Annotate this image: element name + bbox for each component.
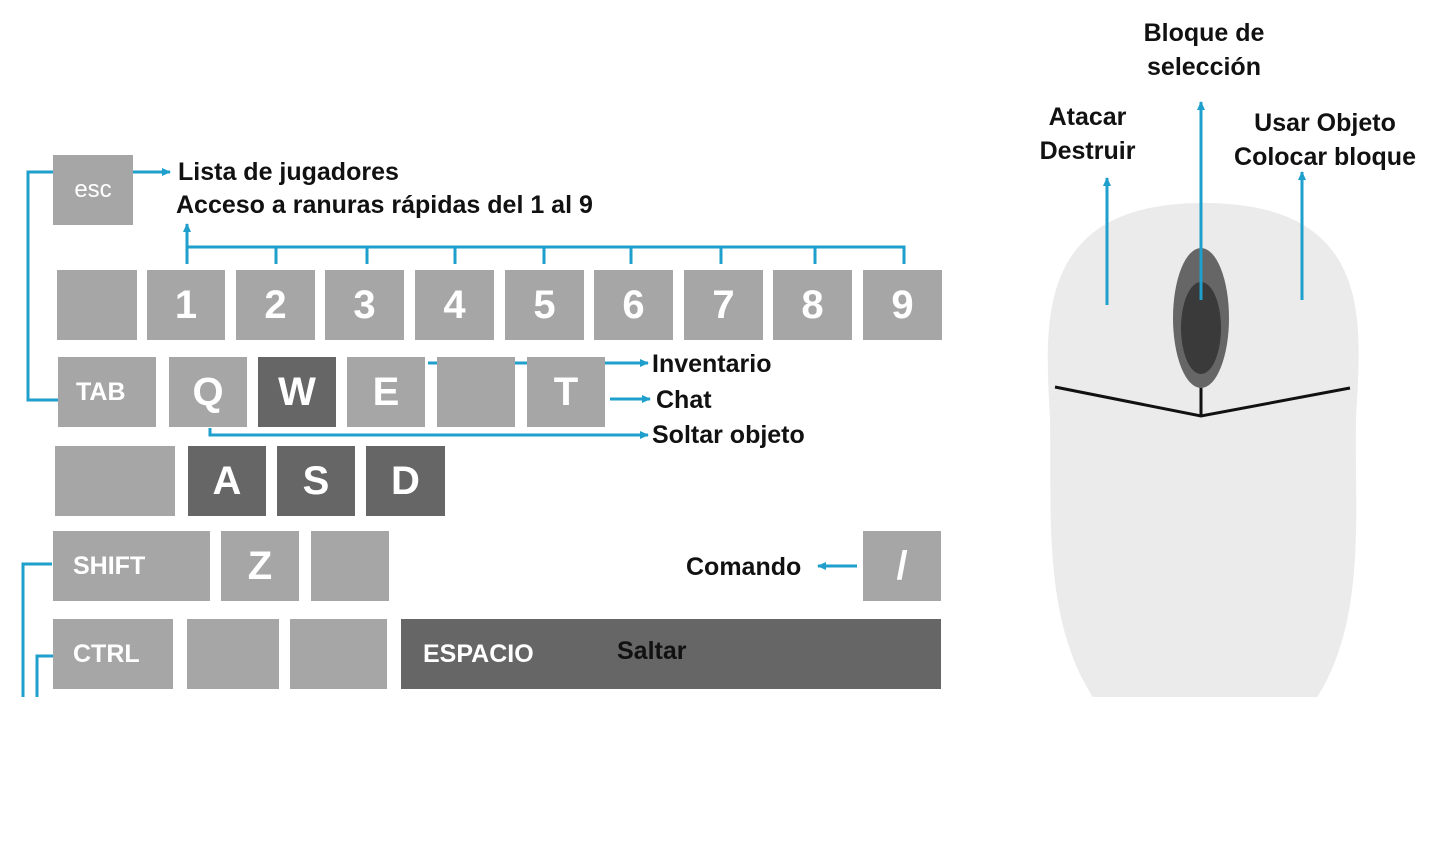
label-right-click-line1: Usar Objeto <box>1254 109 1396 137</box>
label-middle-click-line2: selección <box>1147 53 1261 81</box>
key-space: ESPACIO <box>401 619 941 689</box>
key-z: Z <box>221 531 299 601</box>
key-t: T <box>527 357 605 427</box>
key-tab: TAB <box>58 357 156 427</box>
key-e: E <box>347 357 425 427</box>
key-5: 5 <box>505 270 584 340</box>
label-right-click-line2: Colocar bloque <box>1234 143 1416 171</box>
key-6: 6 <box>594 270 673 340</box>
key-blank-caps <box>55 446 175 516</box>
key-a: A <box>188 446 266 516</box>
key-blank-r <box>437 357 515 427</box>
label-right-click: Usar Objeto Colocar bloque <box>1215 106 1435 174</box>
label-jump: Saltar <box>617 637 687 665</box>
key-9: 9 <box>863 270 942 340</box>
label-player-list: Lista de jugadores <box>178 158 399 186</box>
key-4: 4 <box>415 270 494 340</box>
key-blank-win <box>187 619 279 689</box>
label-left-click-line1: Atacar <box>1048 103 1127 131</box>
key-2: 2 <box>236 270 315 340</box>
label-hotbar: Acceso a ranuras rápidas del 1 al 9 <box>176 191 593 219</box>
label-left-click-line2: Destruir <box>1039 137 1136 165</box>
label-chat: Chat <box>656 386 712 414</box>
key-1: 1 <box>147 270 225 340</box>
key-3: 3 <box>325 270 404 340</box>
key-s: S <box>277 446 355 516</box>
label-inventory: Inventario <box>652 350 772 378</box>
mouse-illustration <box>1047 203 1359 697</box>
label-middle-click-line1: Bloque de <box>1143 19 1265 47</box>
label-drop-item: Soltar objeto <box>652 421 805 449</box>
shift-connector <box>21 562 52 697</box>
key-esc: esc <box>53 155 133 225</box>
hotbar-ticks <box>274 247 817 264</box>
key-blank-alt <box>290 619 387 689</box>
key-ctrl: CTRL <box>53 619 173 689</box>
mouse-body <box>1047 203 1359 697</box>
label-middle-click: Bloque de selección <box>1104 16 1304 84</box>
key-d: D <box>366 446 445 516</box>
key-blank-x <box>311 531 389 601</box>
key-w: W <box>258 357 336 427</box>
key-7: 7 <box>684 270 763 340</box>
scroll-wheel <box>1181 282 1221 374</box>
key-slash: / <box>863 531 941 601</box>
key-shift: SHIFT <box>53 531 210 601</box>
key-blank-number-row <box>57 270 137 340</box>
key-8: 8 <box>773 270 852 340</box>
label-left-click: Atacar Destruir <box>1020 100 1155 168</box>
label-command: Comando <box>686 553 802 581</box>
key-q: Q <box>169 357 247 427</box>
drop-arrow <box>208 428 649 439</box>
